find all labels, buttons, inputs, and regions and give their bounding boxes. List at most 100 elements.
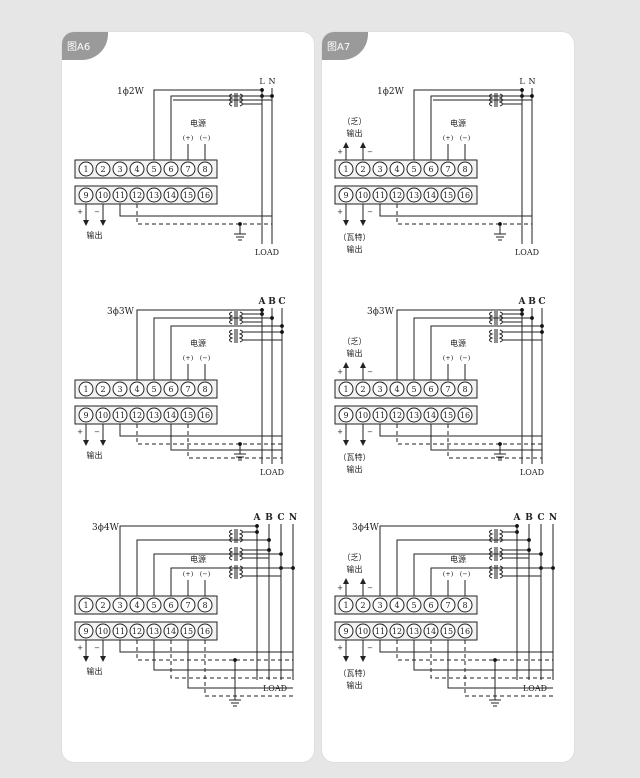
terminal-number: 13	[149, 411, 159, 420]
junction-dot	[530, 316, 534, 320]
junction-dot	[527, 548, 531, 552]
terminal-number: 11	[375, 411, 385, 420]
sign-label: −	[94, 644, 100, 652]
phase-label: A	[253, 513, 262, 523]
watt-label: （瓦特）	[339, 232, 371, 242]
output-label: 输出	[347, 564, 363, 574]
terminal	[129, 623, 145, 639]
arrow-down	[360, 220, 366, 226]
terminal-number: 3	[377, 165, 382, 174]
arrow-down	[83, 440, 89, 446]
watt-label: （瓦特）	[339, 452, 371, 462]
ct-secondary	[464, 640, 553, 697]
sign-label: −	[367, 428, 373, 436]
terminal-number: 6	[428, 601, 433, 610]
phase-label: A	[518, 297, 527, 307]
ct-secondary	[379, 424, 542, 437]
polarity-label: (+)	[443, 570, 454, 578]
sign-label: +	[77, 644, 83, 652]
terminal	[440, 623, 456, 639]
terminal	[389, 381, 405, 397]
terminal-number: 5	[411, 601, 416, 610]
phase-label: N	[289, 513, 297, 523]
ct-secondary	[136, 204, 272, 225]
terminal	[163, 381, 179, 397]
terminal	[129, 187, 145, 203]
terminal-number: 7	[445, 165, 450, 174]
terminal	[146, 381, 162, 397]
terminal	[457, 187, 473, 203]
terminal	[457, 407, 473, 423]
terminal-number: 12	[392, 191, 402, 200]
sign-label: +	[337, 148, 343, 156]
terminal-strip	[334, 621, 478, 641]
junction-dot	[267, 548, 271, 552]
terminal-number: 6	[428, 165, 433, 174]
terminal	[146, 623, 162, 639]
terminal	[406, 187, 422, 203]
figure-label: 图A6	[67, 42, 91, 53]
terminal	[180, 187, 196, 203]
ct-coil	[489, 329, 494, 343]
arrow-down	[343, 656, 349, 662]
ct-secondary	[430, 424, 542, 451]
terminal	[129, 407, 145, 423]
terminal-strip	[74, 621, 218, 641]
sign-label: +	[337, 584, 343, 592]
terminal	[372, 407, 388, 423]
ct-secondary	[136, 640, 293, 661]
sign-label: −	[367, 584, 373, 592]
polarity-label: (+)	[183, 570, 194, 578]
arrow-down	[343, 440, 349, 446]
terminal	[129, 161, 145, 177]
power-label: 电源	[190, 338, 206, 348]
terminal	[406, 623, 422, 639]
terminal	[180, 161, 196, 177]
voltage-lead	[170, 567, 293, 596]
load-label: LOAD	[520, 468, 544, 477]
phase-label: C	[537, 513, 544, 523]
arrow-up	[360, 142, 366, 148]
terminal-number: 7	[185, 601, 190, 610]
terminal	[163, 597, 179, 613]
polarity-label: (−)	[460, 354, 471, 362]
junction-dot	[540, 324, 544, 328]
junction-dot	[551, 566, 555, 570]
terminal	[112, 623, 128, 639]
figure-label: 图A7	[327, 42, 351, 53]
phase-label: C	[538, 297, 545, 307]
terminal	[146, 407, 162, 423]
terminal-number: 2	[100, 601, 105, 610]
terminal-number: 13	[409, 191, 419, 200]
terminal-number: 1	[343, 385, 348, 394]
terminal-number: 13	[149, 627, 159, 636]
voltage-lead	[136, 309, 262, 380]
terminal	[389, 187, 405, 203]
terminal-number: 16	[460, 191, 470, 200]
terminal-number: 2	[360, 601, 365, 610]
terminal	[355, 381, 371, 397]
junction-dot	[270, 316, 274, 320]
terminal	[112, 161, 128, 177]
junction-dot	[520, 88, 524, 92]
terminal-number: 3	[377, 385, 382, 394]
terminal-number: 8	[202, 165, 207, 174]
terminal	[338, 407, 354, 423]
voltage-lead	[413, 553, 541, 596]
phase-label: C	[277, 513, 284, 523]
voltage-lead	[153, 89, 262, 160]
terminal-number: 13	[409, 627, 419, 636]
terminal-number: 3	[117, 165, 122, 174]
junction-dot	[291, 566, 295, 570]
load-label: LOAD	[515, 248, 539, 257]
arrow-down	[100, 440, 106, 446]
voltage-lead	[379, 525, 517, 596]
terminal-number: 2	[100, 165, 105, 174]
phase-label: N	[269, 77, 276, 86]
terminal-number: 7	[185, 385, 190, 394]
terminal-number: 10	[358, 411, 368, 420]
arrow-down	[343, 220, 349, 226]
voltage-lead	[153, 553, 281, 596]
terminal-number: 16	[460, 411, 470, 420]
terminal-number: 5	[411, 385, 416, 394]
